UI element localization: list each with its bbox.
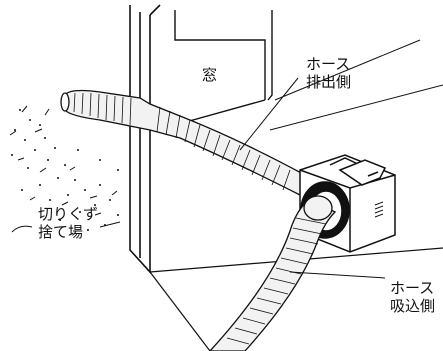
hose-exhaust-label: ホース 排出側 [306, 55, 351, 91]
hose-exhaust-line2: 排出側 [306, 73, 352, 91]
dust-strokes [9, 105, 118, 233]
intake-hose [209, 195, 337, 351]
wall-lines [269, 39, 443, 131]
scrap-area-line1: 切りくず [38, 205, 99, 223]
hose-exhaust-line1: ホース [306, 55, 351, 73]
hose-intake-line1: ホース [390, 279, 435, 297]
leader-lines [99, 77, 386, 279]
vent-slots [374, 201, 384, 218]
dust-spray [11, 109, 119, 231]
window-opening [174, 10, 273, 126]
exhaust-hose [60, 89, 306, 196]
window-label: 窓 [202, 66, 217, 84]
wall-panel [129, 4, 161, 275]
hose-intake-label: ホース 吸込側 [390, 279, 435, 315]
scrap-area-line2: 捨て場 [38, 223, 84, 241]
hose-intake-line2: 吸込側 [390, 297, 436, 315]
scrap-area-label: 切りくず 捨て場 [38, 205, 98, 241]
window-label-text: 窓 [202, 66, 218, 84]
